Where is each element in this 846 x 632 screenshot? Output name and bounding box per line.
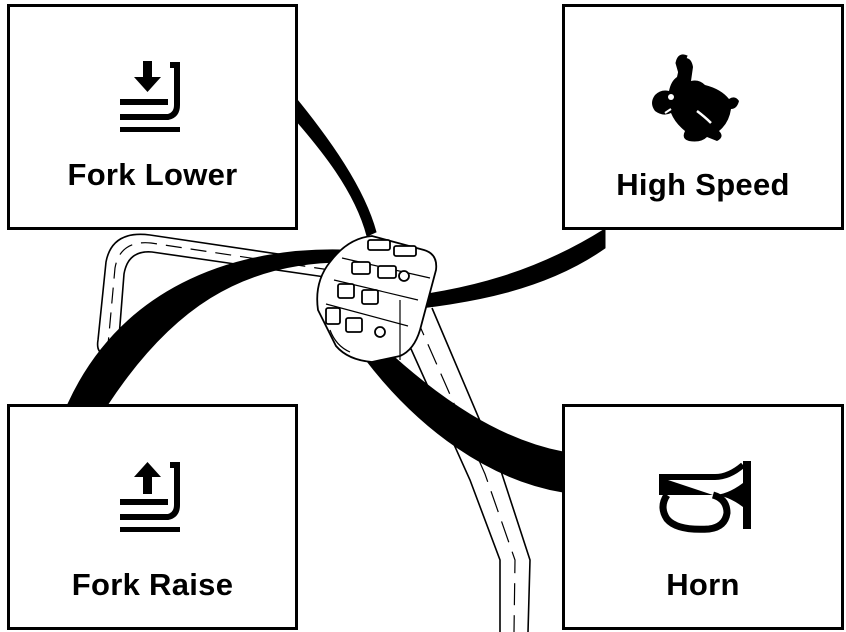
fork-lower-panel: Fork Lower	[7, 4, 298, 230]
connector-horn	[365, 345, 564, 493]
high-speed-label: High Speed	[616, 167, 790, 202]
connector-bands	[67, 94, 606, 493]
horn-label: Horn	[666, 567, 740, 602]
horn-panel: Horn	[562, 404, 844, 630]
connector-fork-lower	[293, 94, 377, 237]
fork-lower-label: Fork Lower	[67, 157, 238, 192]
fork-raise-panel: Fork Raise	[7, 404, 298, 630]
rabbit-icon	[652, 54, 739, 142]
control-head	[316, 235, 438, 363]
fork-raise-icon	[120, 462, 180, 532]
fork-lower-icon	[120, 61, 180, 132]
horn-icon	[659, 461, 751, 533]
high-speed-panel: High Speed	[562, 4, 844, 230]
fork-raise-label: Fork Raise	[71, 567, 234, 602]
